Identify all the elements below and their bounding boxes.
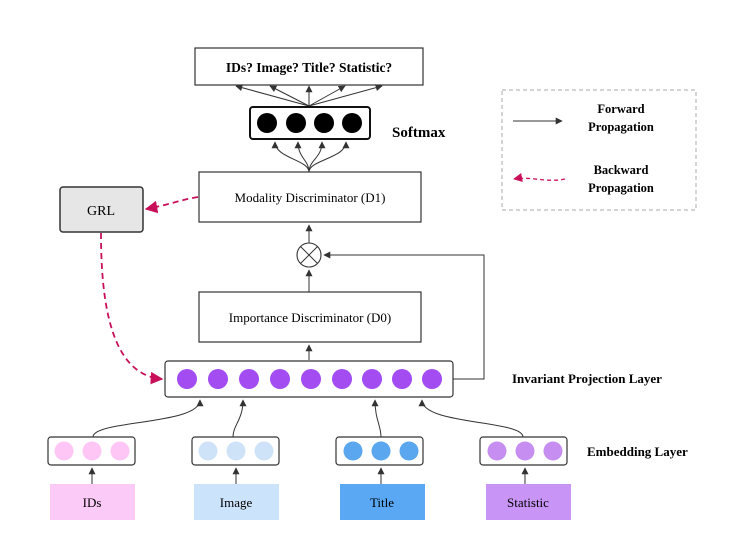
d1-to-softmax-arrows (271, 141, 350, 173)
invariant-node (177, 369, 197, 389)
d0-label: Importance Discriminator (D0) (229, 310, 391, 325)
legend: Forward Propagation Backward Propagation (501, 89, 697, 211)
input-label-ids: IDs (83, 495, 102, 510)
invariant-node (270, 369, 290, 389)
legend-forward-line1: Forward (597, 102, 644, 116)
input-label-statistic: Statistic (507, 495, 549, 510)
d1-label: Modality Discriminator (D1) (235, 190, 386, 205)
output-classes-label: IDs? Image? Title? Statistic? (226, 60, 392, 75)
embedding-box-image (191, 436, 280, 466)
embedding-box-ids (47, 436, 136, 466)
output-classes-box: IDs? Image? Title? Statistic? (194, 47, 424, 86)
embedding-box-title (335, 436, 424, 466)
invariant-node (301, 369, 321, 389)
embedding-layer-label: Embedding Layer (587, 444, 688, 459)
importance-discriminator-d0: Importance Discriminator (D0) (198, 291, 422, 343)
embedding-to-invariant-arrows (92, 399, 524, 438)
input-to-embedding-arrows (88, 467, 529, 484)
softmax-layer (249, 106, 371, 140)
invariant-node (332, 369, 352, 389)
invariant-projection-layer (164, 360, 454, 398)
softmax-node (257, 113, 277, 133)
input-box-title: Title (340, 484, 425, 520)
d1-to-grl-backward-arrow (144, 196, 199, 214)
input-box-image: Image (194, 484, 279, 520)
softmax-to-output-arrows (235, 84, 383, 107)
softmax-node (286, 113, 306, 133)
grl-to-invariant-backward-arrow (100, 232, 164, 385)
legend-forward-line2: Propagation (588, 120, 654, 134)
invariant-node (392, 369, 412, 389)
invariant-node (362, 369, 382, 389)
skip-connection-arrow (323, 251, 485, 380)
grl-label: GRL (87, 204, 115, 219)
softmax-label: Softmax (392, 125, 446, 141)
legend-backward-line2: Propagation (588, 181, 654, 195)
input-label-title: Title (370, 495, 394, 510)
invariant-node (422, 369, 442, 389)
input-box-statistic: Statistic (486, 484, 571, 520)
grl-box: GRL (59, 186, 144, 233)
invariant-node (239, 369, 259, 389)
softmax-node (314, 113, 334, 133)
input-label-image: Image (220, 495, 253, 510)
input-box-ids: IDs (50, 484, 135, 520)
legend-backward-line1: Backward (594, 163, 649, 177)
multiply-node (296, 242, 322, 268)
invariant-layer-label: Invariant Projection Layer (512, 371, 662, 386)
embedding-box-statistic (479, 436, 568, 466)
modality-discriminator-d1: Modality Discriminator (D1) (198, 171, 422, 223)
softmax-node (342, 113, 362, 133)
invariant-node (208, 369, 228, 389)
